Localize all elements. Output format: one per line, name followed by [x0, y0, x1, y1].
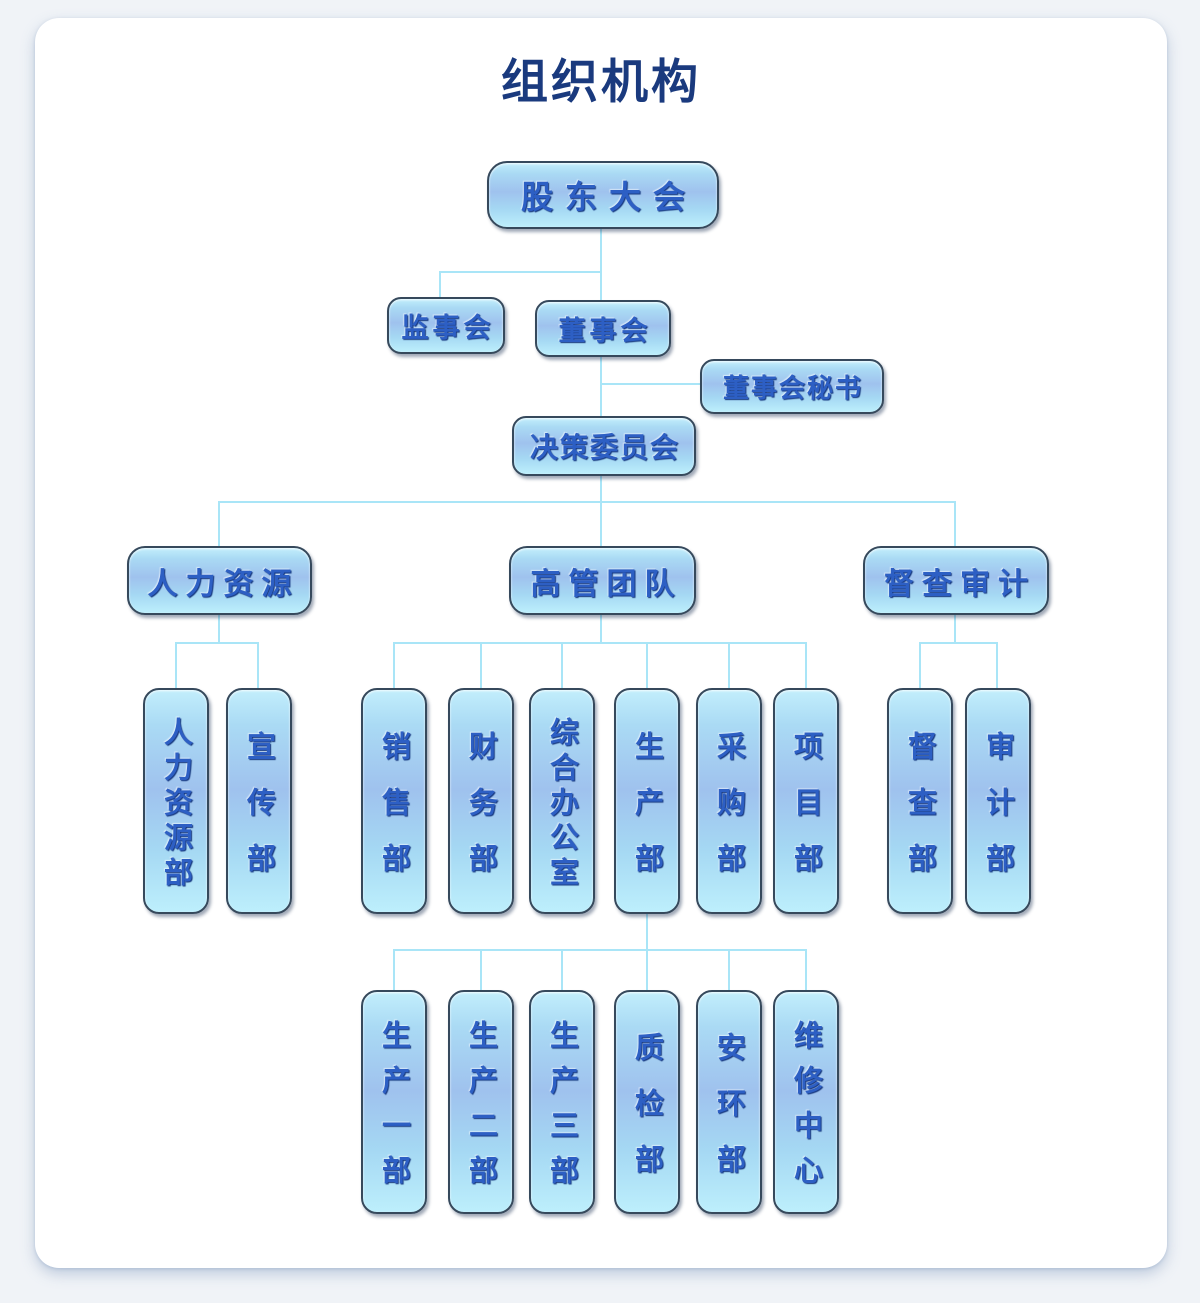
node-project-dept: 项目部	[773, 688, 839, 914]
page-title: 组织机构	[501, 55, 701, 108]
node-label: 人力资源	[147, 566, 300, 602]
connector-line	[561, 949, 563, 991]
node-label: 生产三部	[545, 1020, 580, 1200]
node-finance-dept: 财务部	[448, 688, 514, 914]
connector-line	[728, 949, 730, 991]
node-label: 股东大会	[520, 178, 697, 216]
node-label: 综合办公室	[545, 716, 580, 892]
node-safety-environment-dept: 安环部	[696, 990, 762, 1214]
connector-line	[996, 642, 998, 689]
node-label: 人力资源部	[159, 716, 194, 892]
node-label: 董事会秘书	[722, 374, 863, 404]
node-label: 监事会	[401, 313, 495, 344]
node-label: 维修中心	[789, 1020, 824, 1200]
node-label: 生产一部	[377, 1020, 412, 1200]
connector-line	[646, 642, 648, 689]
node-label: 审计部	[981, 730, 1016, 899]
connector-line	[440, 271, 602, 273]
connector-line	[600, 615, 602, 644]
connector-line	[393, 642, 395, 689]
connector-line	[646, 949, 648, 991]
connector-line	[218, 615, 220, 644]
node-branch-hr: 人力资源	[127, 546, 312, 615]
node-production-1-dept: 生产一部	[361, 990, 427, 1214]
node-label: 督查部	[903, 730, 938, 899]
node-label: 生产二部	[464, 1020, 499, 1200]
node-production-2-dept: 生产二部	[448, 990, 514, 1214]
connector-line	[954, 615, 956, 644]
node-label: 督查审计	[884, 566, 1036, 602]
node-sales-dept: 销售部	[361, 688, 427, 914]
node-label: 决策委员会	[529, 431, 680, 464]
connector-line	[393, 949, 806, 951]
connector-line	[600, 476, 602, 546]
connector-line	[561, 642, 563, 689]
connector-line	[601, 383, 700, 385]
connector-line	[175, 642, 259, 644]
node-decision-committee: 决策委员会	[512, 416, 696, 476]
node-production-3-dept: 生产三部	[529, 990, 595, 1214]
connector-line	[175, 642, 177, 689]
connector-line	[919, 642, 998, 644]
connector-line	[393, 642, 806, 644]
connector-line	[600, 357, 602, 416]
node-publicity-dept: 宣传部	[226, 688, 292, 914]
node-purchasing-dept: 采购部	[696, 688, 762, 914]
node-label: 销售部	[377, 730, 412, 899]
node-label: 采购部	[712, 730, 747, 899]
node-production-dept: 生产部	[614, 688, 680, 914]
connector-line	[218, 501, 956, 503]
node-label: 宣传部	[242, 730, 277, 899]
node-label: 财务部	[464, 730, 499, 899]
node-maintenance-center: 维修中心	[773, 990, 839, 1214]
connector-line	[393, 949, 395, 991]
node-quality-inspection-dept: 质检部	[614, 990, 680, 1214]
node-label: 生产部	[630, 730, 665, 899]
node-board-secretary: 董事会秘书	[700, 359, 884, 414]
node-general-office: 综合办公室	[529, 688, 595, 914]
connector-line	[480, 642, 482, 689]
node-label: 高管团队	[530, 566, 683, 602]
node-label: 项目部	[789, 730, 824, 899]
connector-line	[805, 949, 807, 991]
node-branch-audit: 督查审计	[863, 546, 1049, 615]
node-branch-executive-team: 高管团队	[509, 546, 696, 615]
node-shareholders-meeting: 股东大会	[487, 161, 719, 229]
connector-line	[728, 642, 730, 689]
node-audit-dept: 审计部	[965, 688, 1031, 914]
node-supervision-dept: 督查部	[887, 688, 953, 914]
node-board-of-directors: 董事会	[535, 300, 671, 357]
connector-line	[919, 642, 921, 689]
connector-line	[439, 271, 441, 298]
connector-line	[600, 229, 602, 301]
node-hr-dept: 人力资源部	[143, 688, 209, 914]
connector-line	[480, 949, 482, 991]
connector-line	[954, 501, 956, 546]
connector-line	[646, 914, 648, 951]
node-label: 安环部	[712, 1031, 747, 1200]
connector-line	[805, 642, 807, 689]
node-label: 董事会	[558, 316, 652, 347]
connector-line	[257, 642, 259, 689]
node-supervisory-board: 监事会	[387, 297, 505, 354]
connector-line	[218, 501, 220, 546]
node-label: 质检部	[630, 1031, 665, 1200]
